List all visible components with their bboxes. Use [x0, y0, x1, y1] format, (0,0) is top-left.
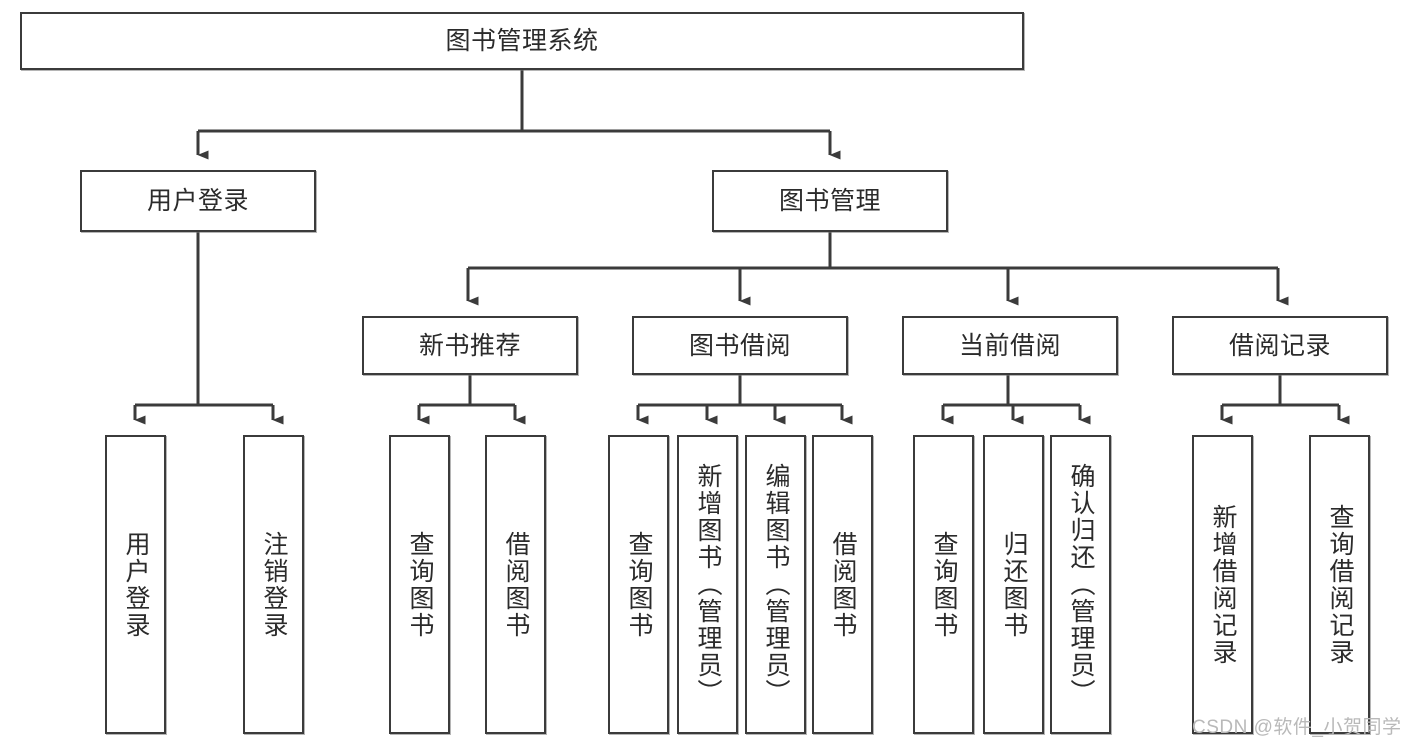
node-leaf-query-book-1[interactable]: 查询图书 — [389, 435, 450, 734]
node-leaf-add-borrow-record-label: 新增借阅记录 — [1209, 503, 1237, 666]
node-leaf-edit-book-admin-label: 编辑图书（管理员） — [762, 463, 790, 706]
node-leaf-borrow-book-1[interactable]: 借阅图书 — [485, 435, 546, 734]
node-book-borrow[interactable]: 图书借阅 — [632, 316, 848, 375]
node-leaf-query-book-3-label: 查询图书 — [930, 530, 958, 639]
node-book-borrow-label: 图书借阅 — [688, 331, 791, 360]
node-user-login-label: 用户登录 — [146, 187, 249, 215]
node-leaf-query-borrow-record[interactable]: 查询借阅记录 — [1309, 435, 1370, 734]
node-leaf-confirm-return-admin[interactable]: 确认归还（管理员） — [1050, 435, 1111, 734]
node-leaf-user-login[interactable]: 用户登录 — [105, 435, 166, 734]
node-leaf-logout-login[interactable]: 注销登录 — [243, 435, 304, 734]
node-leaf-borrow-book-2[interactable]: 借阅图书 — [812, 435, 873, 734]
node-new-book-recommend[interactable]: 新书推荐 — [362, 316, 578, 375]
node-leaf-logout-login-label: 注销登录 — [260, 530, 288, 639]
node-root[interactable]: 图书管理系统 — [20, 12, 1024, 70]
node-leaf-borrow-book-2-label: 借阅图书 — [829, 530, 857, 639]
node-current-borrow[interactable]: 当前借阅 — [902, 316, 1118, 375]
node-leaf-borrow-book-1-label: 借阅图书 — [502, 530, 530, 639]
node-leaf-query-book-3[interactable]: 查询图书 — [913, 435, 974, 734]
watermark: CSDN @软件_小贺同学 — [1192, 717, 1402, 738]
node-leaf-query-book-2-label: 查询图书 — [625, 530, 653, 639]
node-leaf-add-book-admin[interactable]: 新增图书（管理员） — [677, 435, 738, 734]
node-leaf-query-book-1-label: 查询图书 — [406, 530, 434, 639]
node-new-book-recommend-label: 新书推荐 — [418, 331, 521, 360]
node-leaf-add-borrow-record[interactable]: 新增借阅记录 — [1192, 435, 1253, 734]
node-leaf-add-book-admin-label: 新增图书（管理员） — [694, 463, 722, 706]
node-leaf-query-borrow-record-label: 查询借阅记录 — [1326, 503, 1354, 666]
node-user-login[interactable]: 用户登录 — [80, 170, 316, 232]
node-leaf-edit-book-admin[interactable]: 编辑图书（管理员） — [745, 435, 806, 734]
node-borrow-record-label: 借阅记录 — [1228, 331, 1331, 360]
node-leaf-user-login-label: 用户登录 — [122, 530, 150, 639]
node-leaf-return-book-label: 归还图书 — [1000, 530, 1028, 639]
node-leaf-return-book[interactable]: 归还图书 — [983, 435, 1044, 734]
node-borrow-record[interactable]: 借阅记录 — [1172, 316, 1388, 375]
node-book-management[interactable]: 图书管理 — [712, 170, 948, 232]
node-root-label: 图书管理系统 — [445, 27, 599, 55]
node-book-management-label: 图书管理 — [778, 187, 881, 215]
node-leaf-query-book-2[interactable]: 查询图书 — [608, 435, 669, 734]
node-leaf-confirm-return-admin-label: 确认归还（管理员） — [1067, 463, 1095, 706]
node-current-borrow-label: 当前借阅 — [958, 331, 1061, 360]
